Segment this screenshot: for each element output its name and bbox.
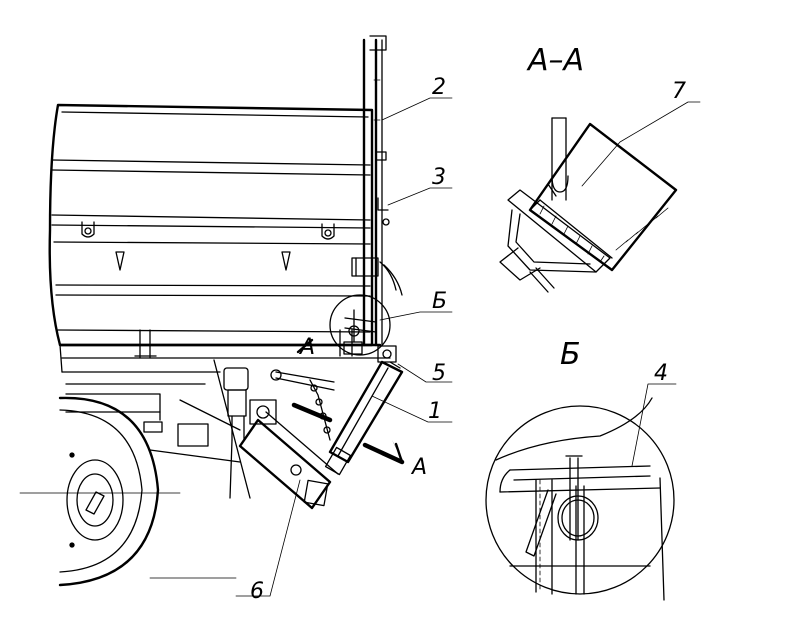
callout-3: 3 (432, 165, 446, 190)
callout-2: 2 (432, 75, 446, 100)
leader-lines (149, 97, 453, 597)
drawbar (238, 411, 339, 510)
chassis-frame (61, 371, 241, 463)
tailgate-post (351, 35, 403, 347)
detail-b-marker (329, 294, 391, 356)
coupling-mechanism (213, 359, 277, 499)
hinge-bracket (377, 345, 401, 369)
section-a-a-view (499, 101, 701, 293)
detail-b-view (485, 383, 677, 601)
wheel (58, 396, 160, 587)
callout-7: 7 (672, 79, 686, 104)
callout-a-right: А (410, 455, 427, 480)
safety-chain (270, 369, 335, 441)
section-title: А–А (526, 43, 584, 78)
pin-assembly (343, 309, 377, 355)
callout-a-left: А (298, 335, 315, 360)
callout-labels: 2 3 Б 5 1 А А 6 7 4 А–А Б (250, 43, 686, 604)
callout-b-main: Б (432, 289, 447, 314)
callout-6: 6 (250, 579, 264, 604)
callout-4: 4 (654, 361, 668, 386)
callout-1: 1 (428, 399, 442, 424)
trailer-body (48, 103, 391, 373)
section-mark-a (291, 338, 405, 465)
support-leg (324, 360, 404, 476)
callout-5: 5 (432, 361, 446, 386)
detail-title: Б (560, 337, 581, 372)
